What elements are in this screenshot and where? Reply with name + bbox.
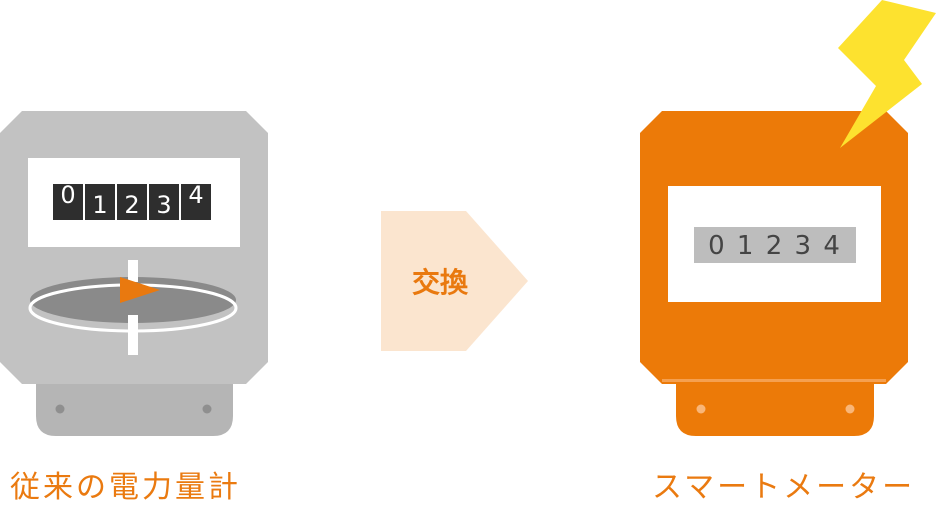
old-meter-digit: 1 [92,191,107,219]
old-meter-base [36,378,233,436]
old-meter-digit: 2 [124,191,139,219]
old-meter-digit-box [149,184,179,220]
smart-meter: 0 1 2 3 4 [640,0,936,436]
old-meter-digit: 4 [188,181,203,209]
exchange-arrow-shape [381,211,528,351]
old-meter-digit-box [181,184,211,220]
lightning-bolt-icon [838,0,936,148]
old-meter-counter: 0 1 2 3 4 [53,181,211,220]
exchange-arrow: 交換 [381,211,528,351]
old-meter-disc [28,260,238,355]
old-meter-digit-box [85,184,115,220]
old-meter-digit: 3 [156,191,171,219]
smart-meter-screw-left [696,404,706,414]
old-meter-screw-left [55,404,65,414]
smart-meter-readout: 0 1 2 3 4 [708,231,842,261]
smart-meter-readout-panel [694,227,856,263]
old-meter-digit-box [53,184,83,220]
old-meter-caption: 従来の電力量計 [10,470,241,505]
smart-meter-screw-right [845,404,855,414]
old-meter-digit-box [117,184,147,220]
old-meter: 0 1 2 3 4 [0,111,268,436]
old-meter-shaft-top [128,260,138,282]
old-meter-shaft-bottom [128,315,138,355]
old-meter-screw-right [202,404,212,414]
smart-meter-base-seam [662,379,886,382]
smart-meter-caption: スマートメーター [652,470,916,505]
old-meter-digit: 0 [60,181,75,209]
old-meter-pointer-arrow [120,277,160,303]
smart-meter-base [676,380,874,436]
exchange-label: 交換 [412,266,469,299]
